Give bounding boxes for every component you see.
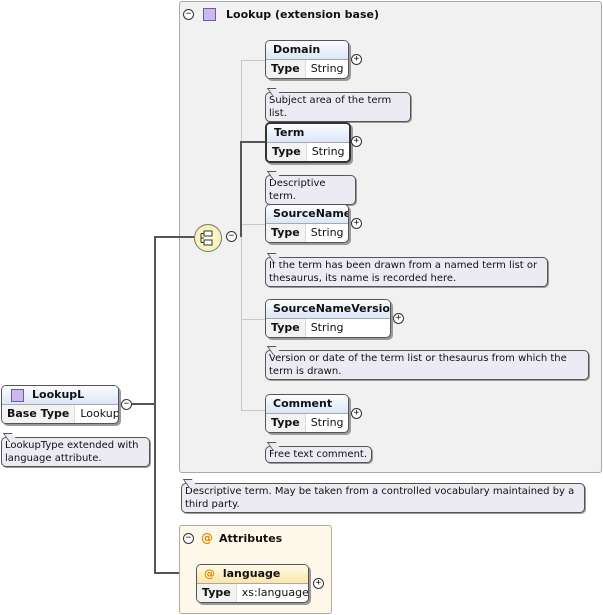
type-label: Type — [266, 414, 306, 432]
sequence-collapse-toggle[interactable]: − — [226, 231, 237, 242]
extension-group — [179, 1, 602, 473]
term-path-vertical — [240, 141, 242, 237]
element-name: Comment — [266, 395, 348, 414]
root-connector — [132, 403, 155, 405]
element-name: SourceNameVersion — [266, 300, 390, 319]
term-path-horizontal — [240, 141, 266, 143]
branch-comment — [241, 410, 266, 411]
expand-sourcename[interactable]: + — [351, 218, 362, 229]
doc-sourcenameversion: Version or date of the term list or thes… — [265, 350, 589, 380]
attributes-title: Attributes — [219, 532, 283, 545]
attribute-icon: @ — [201, 531, 213, 545]
complex-type-icon — [203, 8, 216, 21]
expand-comment[interactable]: + — [351, 408, 362, 419]
attribute-name: @ language — [197, 565, 308, 584]
expand-language[interactable]: + — [313, 578, 324, 589]
attribute-name-text: language — [222, 567, 281, 580]
root-doc: LookupType extended with language attrib… — [1, 437, 150, 467]
attribute-icon: @ — [204, 567, 215, 580]
extension-doc: Descriptive term. May be taken from a co… — [181, 483, 585, 513]
complex-type-icon — [11, 389, 24, 402]
type-value: String — [310, 321, 344, 334]
type-value: String — [310, 62, 344, 75]
expand-sourcenameversion[interactable]: + — [393, 313, 404, 324]
type-value: String — [311, 145, 345, 158]
doc-sourcename: If the term has been drawn from a named … — [265, 257, 548, 287]
doc-comment: Free text comment. — [265, 446, 372, 463]
type-label: Type — [266, 60, 306, 78]
type-value: xs:language — [241, 586, 309, 599]
element-domain[interactable]: Domain Type String — [265, 40, 349, 79]
doc-term: Descriptive term. — [265, 175, 356, 205]
base-type-value: Lookup — [80, 407, 119, 420]
expand-term[interactable]: + — [351, 136, 362, 147]
sequence-compositor[interactable] — [194, 224, 222, 252]
base-type-label: Base Type — [2, 405, 76, 423]
type-value: String — [310, 416, 344, 429]
element-term[interactable]: Term Type String — [265, 122, 351, 163]
expand-domain[interactable]: + — [351, 54, 362, 65]
type-value: String — [310, 226, 344, 239]
sequence-icon — [200, 230, 213, 246]
branch-sourcename — [241, 224, 266, 225]
attributes-collapse-toggle[interactable]: − — [183, 533, 194, 544]
branch-domain — [241, 60, 266, 61]
type-label: Type — [266, 319, 306, 337]
root-element-lookupl[interactable]: LookupL Base Type Lookup — [1, 385, 119, 424]
extension-title: Lookup (extension base) — [226, 8, 379, 21]
trunk-to-sequence — [154, 236, 194, 238]
root-name: LookupL — [2, 386, 118, 405]
element-name: Term — [267, 124, 349, 143]
extension-collapse-toggle[interactable]: − — [183, 9, 194, 20]
element-sourcename[interactable]: SourceName Type String — [265, 204, 349, 243]
element-sourcenameversion[interactable]: SourceNameVersion Type String — [265, 299, 391, 338]
trunk-to-attributes — [154, 572, 194, 574]
element-name: SourceName — [266, 205, 348, 224]
root-collapse-toggle[interactable]: − — [121, 399, 132, 410]
attribute-language[interactable]: @ language Type xs:language — [196, 564, 309, 603]
type-label: Type — [197, 584, 237, 602]
element-name: Domain — [266, 41, 348, 60]
root-name-text: LookupL — [32, 388, 85, 401]
element-comment[interactable]: Comment Type String — [265, 394, 349, 433]
type-label: Type — [267, 143, 307, 161]
root-trunk — [154, 237, 156, 573]
doc-domain: Subject area of the term list. — [265, 92, 411, 122]
branch-sourcenameversion — [241, 319, 266, 320]
type-label: Type — [266, 224, 306, 242]
